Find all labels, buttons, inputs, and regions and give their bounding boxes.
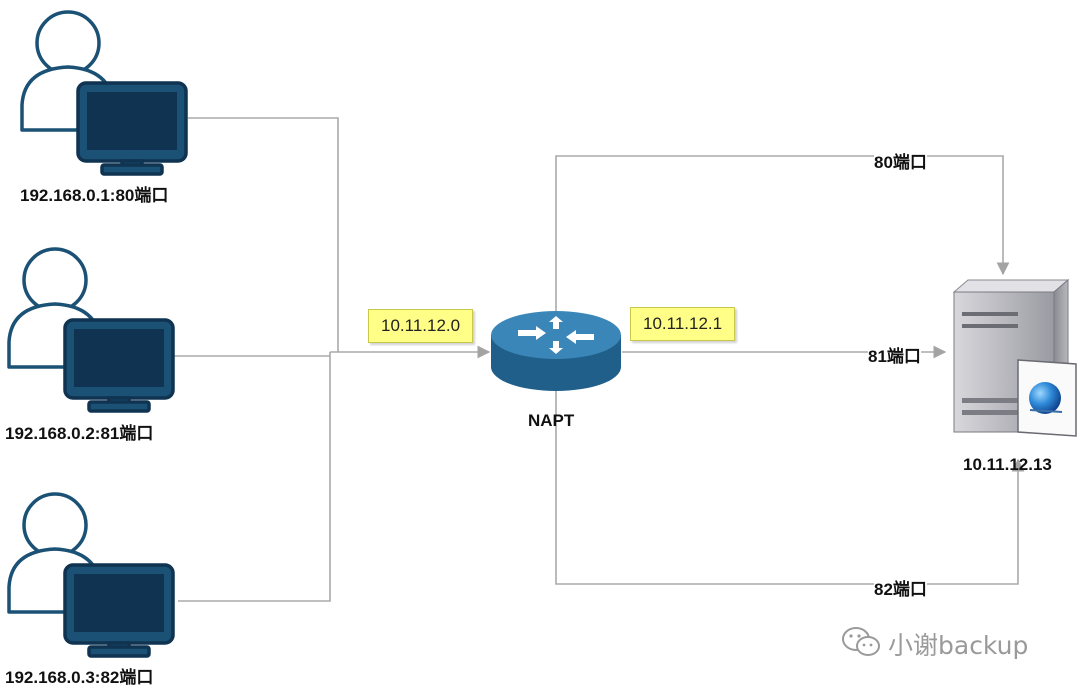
port-82-label: 82端口 — [874, 575, 927, 600]
client-2-user-icon — [7, 247, 175, 413]
client-1-user-icon — [20, 10, 188, 176]
client-3-user-icon — [7, 492, 175, 658]
watermark-text: 小谢backup — [888, 631, 1029, 660]
port-81-label: 81端口 — [868, 342, 921, 367]
server-label: 10.11.12.13 — [963, 455, 1052, 474]
client-2-label: 192.168.0.2:81端口 — [5, 424, 154, 443]
watermark: 小谢backup — [840, 622, 1060, 662]
line-router-to-82 — [555, 388, 1025, 585]
client-1-label: 192.168.0.1:80端口 — [20, 186, 169, 205]
router-label: NAPT — [528, 411, 575, 430]
port-80-label: 80端口 — [874, 148, 927, 173]
connection-lines — [173, 117, 1025, 602]
line-client3-to-bus — [178, 352, 331, 602]
inside-ip-note: 10.11.12.0 — [368, 309, 474, 343]
chat-logo-icon — [842, 627, 880, 656]
outside-ip-note: 10.11.12.1 — [630, 307, 736, 341]
router-icon — [491, 311, 621, 391]
line-client1-to-bus — [188, 117, 339, 352]
client-3-label: 192.168.0.3:82端口 — [5, 668, 154, 687]
line-router-to-80 — [555, 155, 1010, 318]
server-icon — [952, 278, 1077, 437]
